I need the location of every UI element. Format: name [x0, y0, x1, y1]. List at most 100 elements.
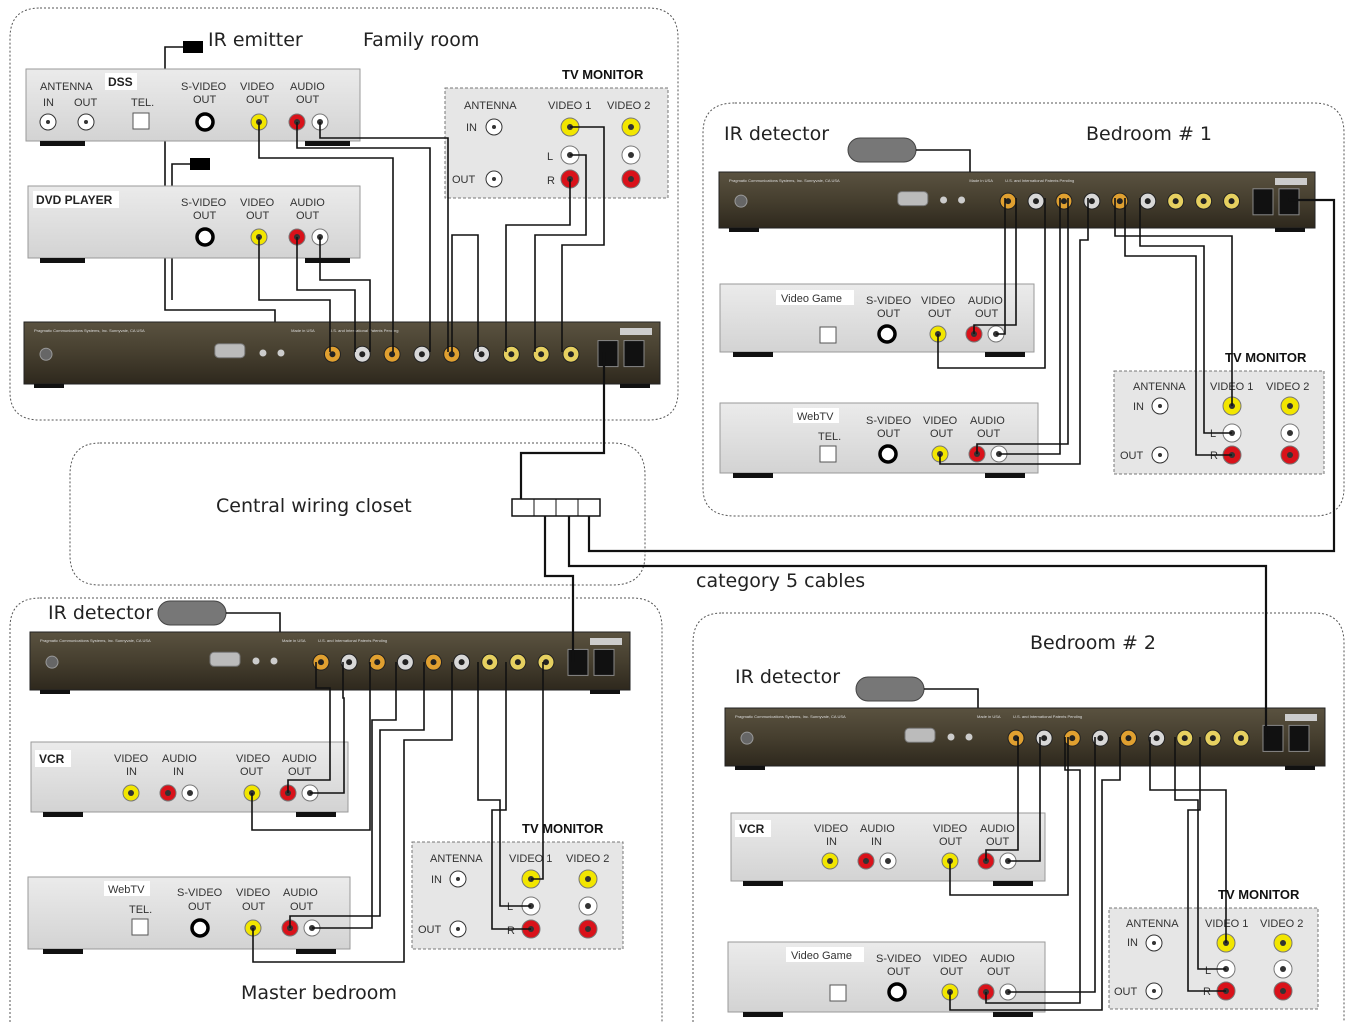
antenna-label: ANTENNA: [430, 853, 483, 865]
out-label: OUT: [240, 766, 264, 778]
out-label: OUT: [246, 94, 270, 106]
tel-label: TEL.: [818, 431, 841, 443]
led-out-jack: [259, 349, 267, 357]
video-game-label: Video Game: [781, 293, 842, 305]
av-wire: [999, 198, 1061, 455]
r-label: R: [1210, 450, 1218, 462]
out-label: OUT: [288, 766, 312, 778]
serial-label: [590, 638, 622, 645]
av-wire: [939, 198, 1089, 465]
out-label: OUT: [930, 428, 954, 440]
audio-label: AUDIO: [162, 753, 197, 765]
rca-jack-center: [1144, 198, 1151, 205]
tv-monitor: TV MONITOR ANTENNA IN OUT VIDEO 1 VIDEO …: [444, 67, 669, 199]
video-label: VIDEO: [240, 81, 275, 93]
tv-monitor: TV MONITOR ANTENNA IN OUT VIDEO 1 VIDEO …: [1108, 887, 1319, 1010]
av-wire: [310, 662, 345, 794]
rca-jack-center: [1005, 198, 1012, 205]
tv-monitor: TV MONITOR ANTENNA IN OUT VIDEO 1 VIDEO …: [1113, 350, 1325, 475]
dss-receiver: DSS ANTENNA IN OUT TEL. S-VIDEO OUT VIDE…: [25, 68, 361, 146]
rca-jack-center: [543, 659, 549, 666]
av-wire: [287, 662, 331, 793]
ir-detector-pod: [847, 137, 917, 163]
video-label: VIDEO: [236, 887, 271, 899]
av-wire: [1124, 198, 1232, 456]
video-game-label: Video Game: [791, 950, 852, 962]
r-label: R: [507, 925, 515, 937]
webtv-label: WebTV: [797, 411, 834, 423]
bedroom1-label: Bedroom # 1: [1086, 123, 1212, 145]
rca-jack-center: [1069, 735, 1076, 742]
hub-maker-text: Pragmatic Communications Systems, Inc. S…: [735, 714, 846, 719]
rca-jack-center: [486, 659, 493, 666]
rca-jack-center: [1209, 735, 1216, 742]
ir-detector-label: IR detector: [724, 123, 829, 145]
family-room-label: Family room: [363, 29, 479, 51]
out-label: OUT: [975, 308, 999, 320]
bedroom2-boundary: [692, 612, 1345, 1022]
av-wire: [289, 662, 425, 928]
led-out-jack: [940, 196, 948, 204]
bedroom2-label: Bedroom # 2: [1030, 632, 1156, 654]
video1-label: VIDEO 1: [509, 853, 552, 865]
hub-maker-text: Pragmatic Communications Systems, Inc. S…: [34, 328, 145, 333]
av-wire: [561, 126, 605, 352]
hub-patent-text: U.S. and International Patents Pending: [329, 328, 398, 333]
out-label: OUT: [452, 174, 476, 186]
rca-jack-center: [1097, 735, 1104, 742]
ir-detector-label: IR detector: [735, 666, 840, 688]
av-wire: [1114, 198, 1233, 406]
out-label: OUT: [887, 966, 911, 978]
hub-maker-text: Pragmatic Communications Systems, Inc. S…: [729, 178, 840, 183]
video2-label: VIDEO 2: [607, 100, 650, 112]
ir-emitter-head: [190, 158, 210, 170]
svideo-label: S-VIDEO: [876, 953, 922, 965]
svideo-label: S-VIDEO: [177, 887, 223, 899]
serial-label: [620, 328, 652, 335]
audio-label: AUDIO: [968, 295, 1003, 307]
av-wire: [534, 154, 587, 352]
rca-jack-center: [508, 351, 515, 358]
out-label: OUT: [193, 94, 217, 106]
family-room-boundary: [9, 7, 679, 421]
av-wire: [996, 198, 1006, 335]
serial-label: [1285, 714, 1317, 721]
rca-jack-center: [567, 351, 574, 358]
ir-in-jack: [958, 196, 966, 204]
out-label: OUT: [290, 901, 314, 913]
out-label: OUT: [987, 966, 1011, 978]
l-label: L: [1210, 428, 1216, 440]
out-label: OUT: [939, 836, 963, 848]
dvd-player-label: DVD PLAYER: [36, 193, 113, 207]
rca-jack-center: [448, 351, 455, 358]
master-bedroom-boundary: [9, 597, 663, 1022]
svideo-label: S-VIDEO: [866, 415, 912, 427]
rca-jack-center: [402, 659, 409, 666]
out-label: OUT: [977, 428, 1001, 440]
power-jack: [39, 347, 53, 361]
tv-monitor: TV MONITOR ANTENNA IN OUT VIDEO 1 VIDEO …: [411, 821, 624, 950]
svideo-label: S-VIDEO: [181, 197, 227, 209]
av-distribution-hub: Pragmatic Communications Systems, Inc. S…: [29, 631, 631, 694]
rca-jack-center: [389, 351, 396, 358]
av-wire: [985, 737, 1019, 861]
audio-label: AUDIO: [283, 887, 318, 899]
video2-label: VIDEO 2: [1266, 381, 1309, 393]
av-wire: [258, 237, 331, 352]
cat5-cable: [543, 516, 575, 662]
hub-patent-text: U.S. and International Patents Pending: [318, 638, 387, 643]
video2-label: VIDEO 2: [1260, 918, 1303, 930]
out-label: OUT: [188, 901, 212, 913]
tv-monitor-label: TV MONITOR: [562, 67, 644, 82]
video2-label: VIDEO 2: [566, 853, 609, 865]
power-jack: [45, 655, 59, 669]
in-label: IN: [43, 97, 54, 109]
cat5-cable: [519, 352, 606, 499]
av-wire: [1187, 737, 1226, 992]
out-label: OUT: [296, 94, 320, 106]
av-wire: [251, 662, 371, 831]
out-label: OUT: [296, 210, 320, 222]
rca-jack-center: [1200, 198, 1207, 205]
ir-in-jack: [277, 349, 285, 357]
rca-jack-center: [430, 659, 437, 666]
